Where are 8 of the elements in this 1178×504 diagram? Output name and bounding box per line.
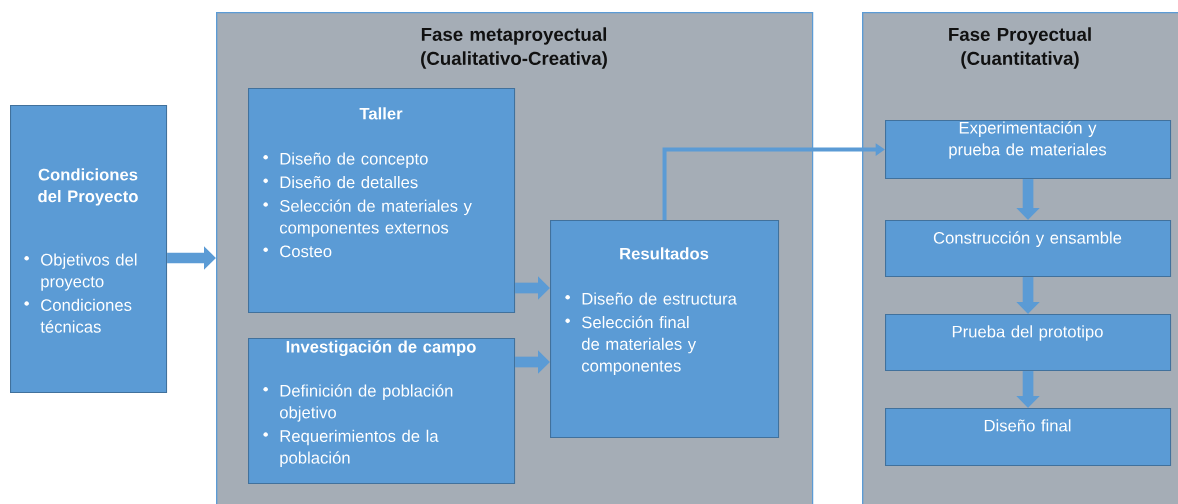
process-box: Taller Diseño de concepto Diseño de detalles Selección de materiales y componentes externos Costeo [248, 88, 516, 314]
process-box: Experimentación y prueba de materiales [885, 120, 1172, 180]
process-box: Condiciones del Proyecto Objetivos del proyecto Condiciones técnicas [10, 105, 168, 394]
process-box: Construcción y ensamble [885, 220, 1172, 278]
process-box: Resultados Diseño de estructura Selección final de materiales y componentes [550, 220, 780, 439]
process-box: Diseño final [885, 408, 1172, 467]
process-box: Investigación de campo Definición de población objetivo Requerimientos de la población [248, 338, 516, 485]
process-box: Prueba del prototipo [885, 314, 1172, 372]
